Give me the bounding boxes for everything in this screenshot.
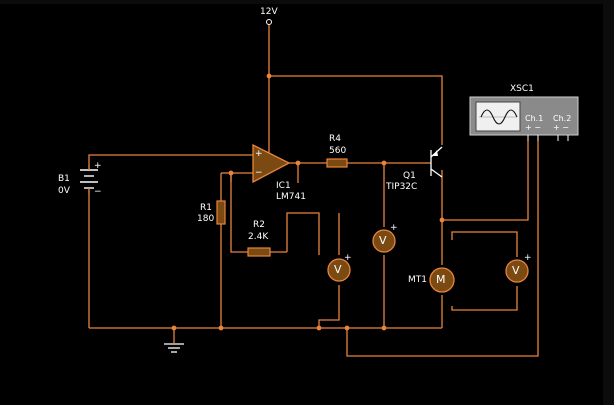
oscilloscope-ch2-terminals: + − bbox=[553, 123, 569, 132]
voltmeter-icon[interactable] bbox=[327, 258, 351, 282]
oscilloscope-ref: XSC1 bbox=[510, 84, 534, 94]
ground-icon bbox=[164, 343, 184, 353]
supply-terminal[interactable] bbox=[266, 19, 272, 25]
voltmeter-icon[interactable] bbox=[505, 259, 529, 283]
opamp-value: LM741 bbox=[276, 192, 306, 202]
junction bbox=[439, 217, 445, 223]
resistor-r4[interactable] bbox=[326, 158, 348, 168]
motor-symbol: M bbox=[436, 273, 446, 286]
voltmeter-1-symbol: V bbox=[334, 263, 342, 276]
battery-value: 0V bbox=[58, 186, 70, 196]
opamp-icon[interactable] bbox=[252, 143, 291, 184]
wire-opamp-inverting bbox=[230, 172, 253, 182]
battery-plus: + bbox=[94, 161, 102, 171]
transistor-icon[interactable] bbox=[425, 146, 443, 178]
voltmeter-3-symbol: V bbox=[512, 264, 520, 277]
wire-r2-wiper bbox=[286, 212, 320, 252]
junction bbox=[295, 160, 301, 166]
r4-ref: R4 bbox=[329, 134, 341, 144]
wire-vm3-bottom bbox=[451, 286, 518, 311]
wire-scope-return bbox=[346, 141, 539, 357]
resistor-r1[interactable] bbox=[216, 200, 226, 225]
voltmeter-1-plus: + bbox=[344, 253, 352, 263]
oscilloscope-ch1-label: Ch.1 bbox=[525, 114, 544, 123]
r1-value: 180 bbox=[197, 214, 215, 224]
transistor-value: TIP32C bbox=[386, 182, 418, 192]
wire-vm1-bottom bbox=[318, 285, 340, 328]
motor-icon[interactable] bbox=[429, 267, 455, 293]
transistor-ref: Q1 bbox=[403, 171, 416, 181]
oscilloscope-ch2-label: Ch.2 bbox=[553, 114, 572, 123]
r2-value: 2.4K bbox=[248, 232, 269, 242]
voltmeter-2-plus: + bbox=[390, 223, 398, 233]
junction bbox=[316, 325, 322, 331]
junction bbox=[266, 73, 272, 79]
junction bbox=[344, 325, 350, 331]
junction-dots bbox=[171, 73, 445, 331]
wire-supply-to-emitter bbox=[269, 75, 443, 145]
right-scrollbar-edge[interactable] bbox=[603, 0, 614, 405]
junction bbox=[171, 325, 177, 331]
supply-label: 12V bbox=[260, 7, 278, 17]
battery-ref: B1 bbox=[58, 174, 70, 184]
junction bbox=[218, 325, 224, 331]
r2-ref: R2 bbox=[253, 220, 265, 230]
junction bbox=[381, 325, 387, 331]
wire-collector-to-scope bbox=[442, 141, 529, 221]
wires bbox=[88, 25, 539, 357]
sine-wave-icon bbox=[480, 109, 518, 125]
junction bbox=[228, 170, 234, 176]
voltmeter-3-plus: + bbox=[524, 253, 532, 263]
voltmeter-2-symbol: V bbox=[379, 234, 387, 247]
junction bbox=[381, 160, 387, 166]
r4-value: 560 bbox=[329, 146, 347, 156]
battery-minus: − bbox=[94, 187, 102, 197]
opamp-ref: IC1 bbox=[276, 181, 291, 191]
wire-r2-left bbox=[230, 173, 248, 253]
oscilloscope-ch1-terminals: + − bbox=[525, 123, 541, 132]
voltmeter-icon[interactable] bbox=[372, 229, 396, 253]
resistor-r2[interactable] bbox=[247, 247, 271, 257]
wire-battery-plus bbox=[88, 154, 253, 165]
battery-icon[interactable] bbox=[80, 165, 98, 195]
oscilloscope-xsc1[interactable] bbox=[469, 96, 579, 141]
r1-ref: R1 bbox=[200, 203, 212, 213]
wire-vm3-top bbox=[451, 231, 518, 257]
opamp-minus: − bbox=[255, 168, 263, 178]
motor-ref: MT1 bbox=[408, 275, 427, 285]
top-toolbar-edge bbox=[0, 0, 614, 4]
opamp-plus: + bbox=[255, 149, 263, 159]
